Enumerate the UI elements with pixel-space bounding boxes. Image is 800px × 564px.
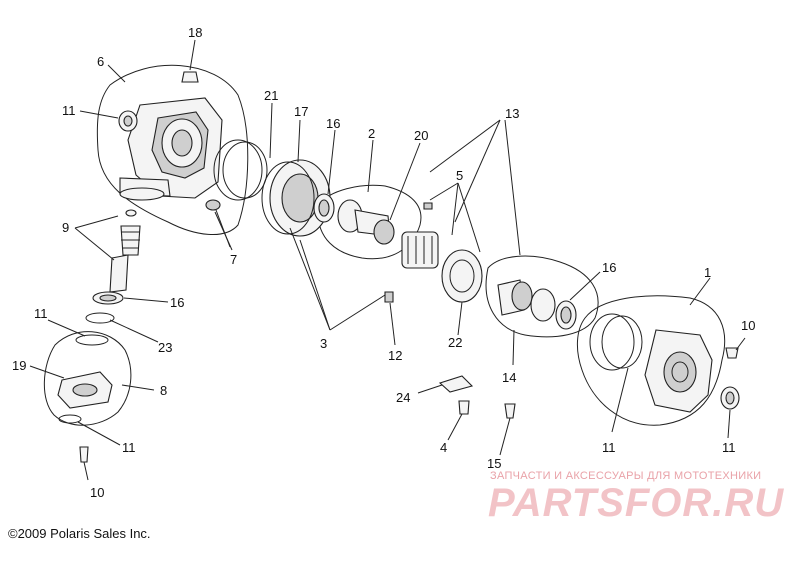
callout-16-right: 16 <box>602 260 616 275</box>
callout-7: 7 <box>230 252 237 267</box>
leader-lines <box>29 39 746 481</box>
pin-12 <box>384 291 394 303</box>
roller-cage-20 <box>401 231 439 269</box>
callout-21: 21 <box>264 88 278 103</box>
o-ring-11-cover <box>75 334 109 346</box>
group-outline-14 <box>485 255 599 338</box>
callout-16-center: 16 <box>326 116 340 131</box>
callout-11-rear-a: 11 <box>602 440 616 455</box>
group-outline-8 <box>43 331 132 426</box>
output-gear-14 <box>497 279 533 316</box>
screw-15 <box>504 403 516 419</box>
group-outline-6 <box>96 64 249 236</box>
callout-14: 14 <box>502 370 516 385</box>
callout-11-rear-b: 11 <box>722 440 736 455</box>
callout-24: 24 <box>396 390 410 405</box>
pinion-shaft <box>109 209 141 293</box>
callout-19: 19 <box>12 358 26 373</box>
ring-21 <box>213 139 263 201</box>
callout-6: 6 <box>97 54 104 69</box>
spacer-ring <box>530 288 556 322</box>
group-outline-1 <box>577 295 726 426</box>
breather-cap-18 <box>181 71 199 83</box>
callout-16-left: 16 <box>170 295 184 310</box>
watermark-tagline: ЗАПЧАСТИ И АКСЕССУАРЫ ДЛЯ МОТОТЕХНИКИ <box>490 470 762 482</box>
callout-18: 18 <box>188 25 202 40</box>
callout-5: 5 <box>456 168 463 183</box>
callout-11-top: 11 <box>62 103 76 118</box>
callout-labels: 1 2 3 4 5 6 7 8 9 10 10 11 11 11 11 11 1… <box>12 25 755 500</box>
callout-10-right: 10 <box>741 318 755 333</box>
callout-22: 22 <box>448 335 462 350</box>
callout-1: 1 <box>704 265 711 280</box>
callout-9: 9 <box>62 220 69 235</box>
callout-2: 2 <box>368 126 375 141</box>
callout-20: 20 <box>414 128 428 143</box>
callout-12: 12 <box>388 348 402 363</box>
callout-10-left: 10 <box>90 485 104 500</box>
bolt-10-left <box>79 446 89 463</box>
fitting-4 <box>458 400 470 415</box>
callout-4: 4 <box>440 440 447 455</box>
plate-22 <box>441 249 483 303</box>
clip-24 <box>438 375 474 393</box>
callout-17: 17 <box>294 104 308 119</box>
callout-3: 3 <box>320 336 327 351</box>
callout-15: 15 <box>487 456 501 471</box>
bolt-10-right <box>725 347 739 359</box>
group-outline-2 <box>317 184 422 260</box>
callout-11-mid: 11 <box>34 306 48 321</box>
callout-23: 23 <box>158 340 172 355</box>
watermark-logo: PARTSFOR.RU <box>488 481 785 525</box>
o-ring-23 <box>85 312 115 324</box>
callout-13: 13 <box>505 106 519 121</box>
callout-11-low: 11 <box>122 440 136 455</box>
front-housing <box>119 97 223 201</box>
rear-housing-1 <box>644 329 713 413</box>
plug-7 <box>205 199 221 211</box>
pin-5 <box>423 202 433 210</box>
callout-8: 8 <box>160 383 167 398</box>
hub-2 <box>337 199 395 245</box>
o-ring-11-rear-a <box>589 313 635 371</box>
copyright-notice: ©2009 Polaris Sales Inc. <box>8 526 151 541</box>
seal-11-cover <box>58 414 82 424</box>
